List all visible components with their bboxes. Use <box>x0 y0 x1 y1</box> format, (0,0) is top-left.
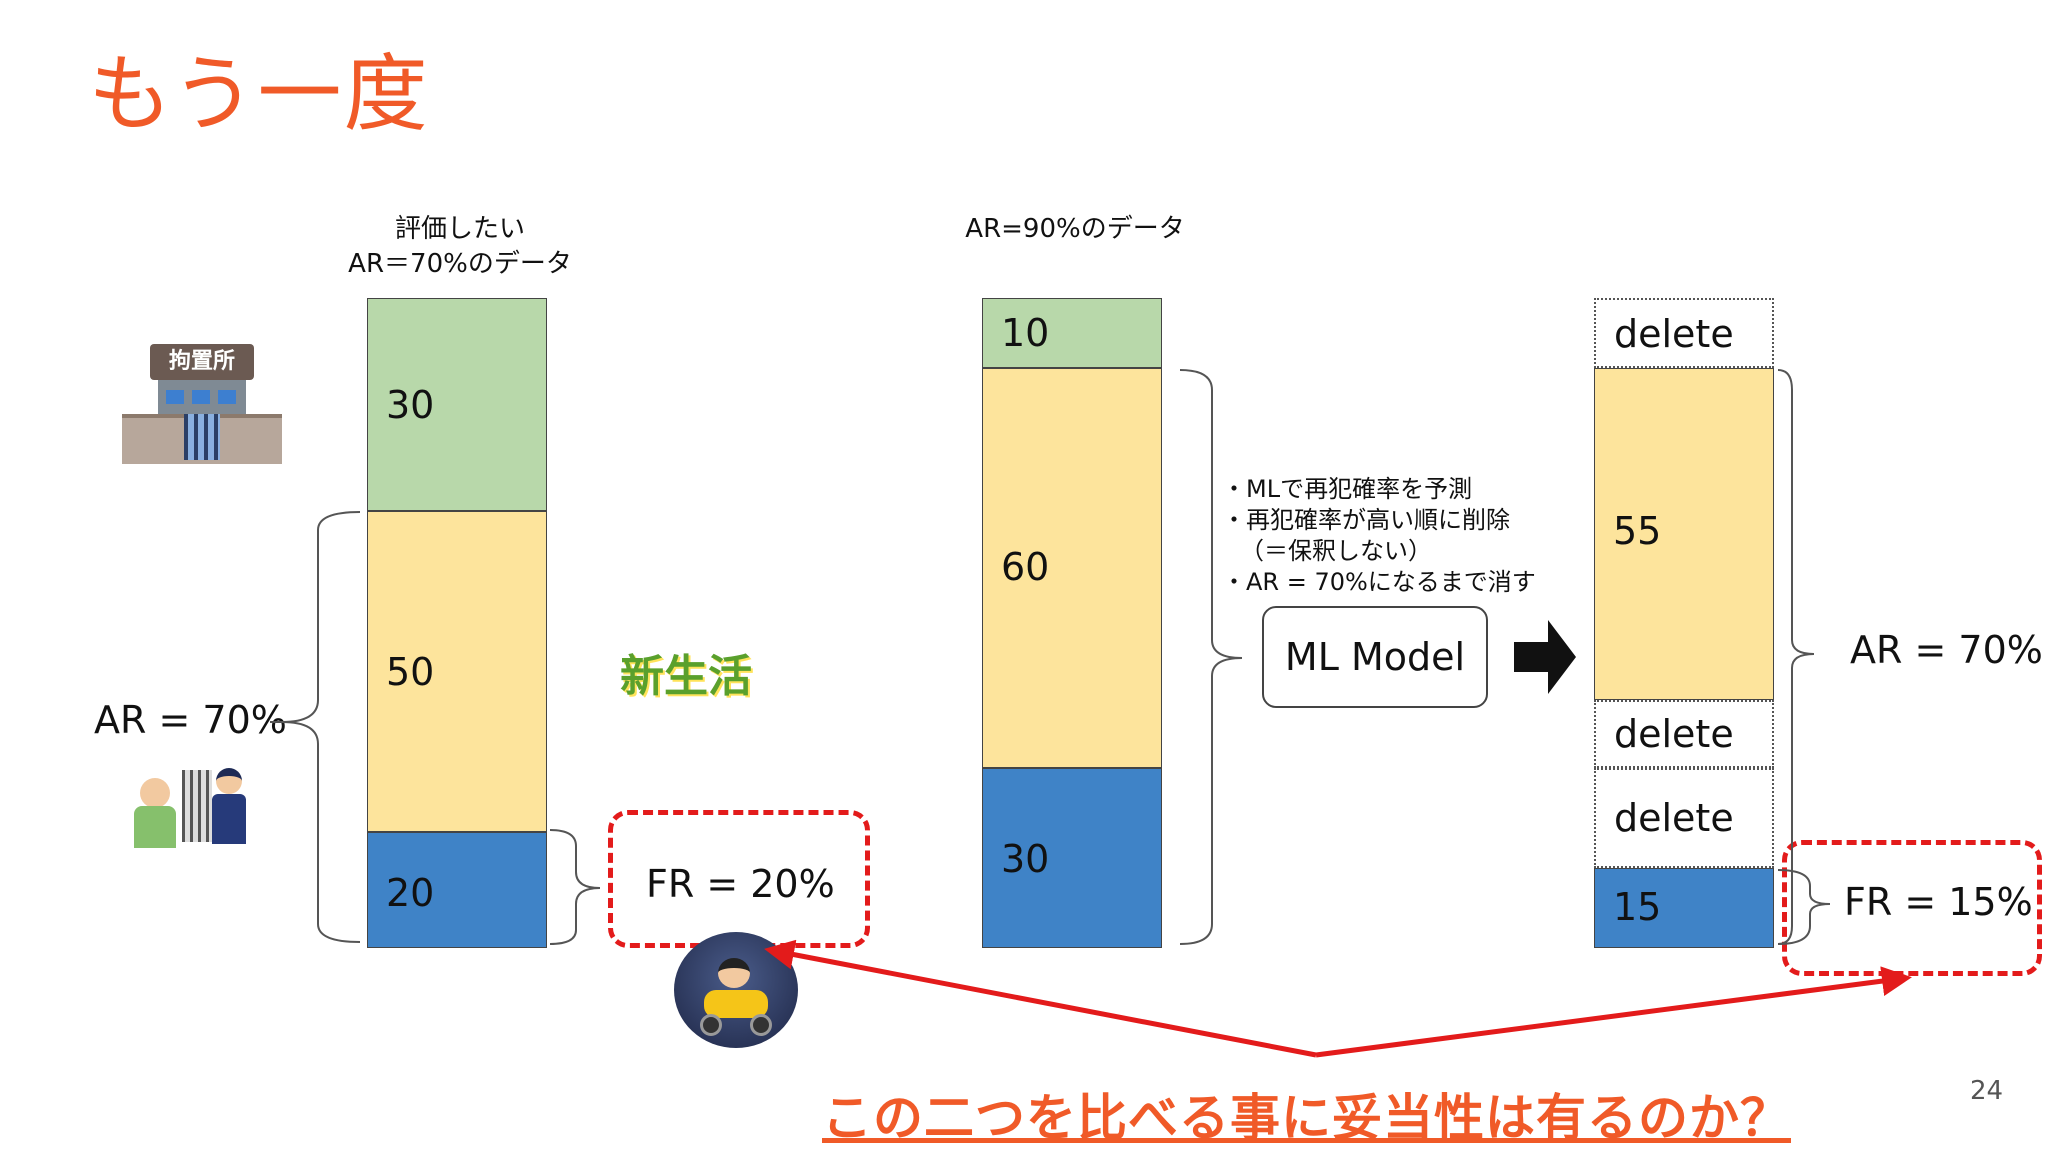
middle-seg-top-value: 10 <box>1001 311 1050 355</box>
left-ar-label: AR = 70% <box>94 698 287 742</box>
black-right-arrow <box>1514 620 1576 694</box>
left-column-header: 評価したい AR＝70%のデータ <box>300 212 620 282</box>
page-number: 24 <box>1970 1076 2004 1106</box>
jail-sign: 拘置所 <box>150 344 254 380</box>
right-fr-brace <box>1777 869 1831 945</box>
right-seg-bot-value: 15 <box>1613 885 1662 929</box>
right-fr-box <box>1782 840 2042 976</box>
note-3: （＝保釈しない） <box>1240 537 1432 565</box>
new-life-icon: 新生活 <box>620 651 752 702</box>
slide-title: もう一度 <box>88 45 430 143</box>
right-seg-mid-value: 55 <box>1613 509 1662 553</box>
left-seg-mid-value: 50 <box>386 650 435 694</box>
ml-notes: ・MLで再犯確率を予測 ・再犯確率が高い順に削除 （＝保釈しない） ・AR = … <box>1222 474 1536 598</box>
note-1: ・MLで再犯確率を予測 <box>1222 475 1473 503</box>
question-text: この二つを比べる事に妥当性は有るのか？ <box>822 1089 1791 1147</box>
left-bar-segment-top: 30 <box>367 298 547 511</box>
note-4: ・AR = 70%になるまで消す <box>1222 568 1536 596</box>
middle-seg-mid-value: 60 <box>1001 545 1050 589</box>
right-delete-top: delete <box>1594 298 1774 368</box>
release-people-icon <box>134 764 250 848</box>
middle-bar-segment-bottom: 30 <box>982 768 1162 948</box>
middle-brace <box>1179 369 1243 945</box>
left-ar-brace <box>281 511 361 943</box>
right-delete-1-label: delete <box>1614 312 1734 356</box>
right-delete-2-label: delete <box>1614 712 1734 756</box>
middle-seg-bot-value: 30 <box>1001 837 1050 881</box>
left-seg-top-value: 30 <box>386 383 435 427</box>
right-ar-label: AR = 70% <box>1850 628 2043 672</box>
right-delete-3-label: delete <box>1614 796 1734 840</box>
middle-bar-segment-mid: 60 <box>982 368 1162 768</box>
note-2: ・再犯確率が高い順に削除 <box>1222 506 1510 534</box>
right-delete-mid: delete <box>1594 700 1774 768</box>
right-bar-segment-mid: 55 <box>1594 368 1774 700</box>
left-fr-label: FR = 20% <box>646 862 835 906</box>
right-ar-brace <box>1777 369 1815 945</box>
left-fr-brace <box>549 829 601 945</box>
middle-column-header: AR=90%のデータ <box>965 214 1185 244</box>
left-seg-bot-value: 20 <box>386 871 435 915</box>
ml-model-box: ML Model <box>1262 606 1488 708</box>
red-arrow-right <box>1315 966 1912 1058</box>
right-bar-segment-bottom: 15 <box>1594 868 1774 948</box>
middle-bar-segment-top: 10 <box>982 298 1162 368</box>
left-bar-segment-mid: 50 <box>367 511 547 832</box>
left-header-line2: AR＝70%のデータ <box>348 249 572 279</box>
left-header-line1: 評価したい <box>394 214 525 244</box>
right-delete-lower: delete <box>1594 768 1774 868</box>
red-arrow-left <box>764 939 1317 1058</box>
left-bar-segment-bottom: 20 <box>367 832 547 948</box>
right-fr-label: FR = 15% <box>1844 880 2033 924</box>
jail-building-icon: 拘置所 <box>122 344 282 464</box>
scooter-icon <box>674 932 798 1048</box>
